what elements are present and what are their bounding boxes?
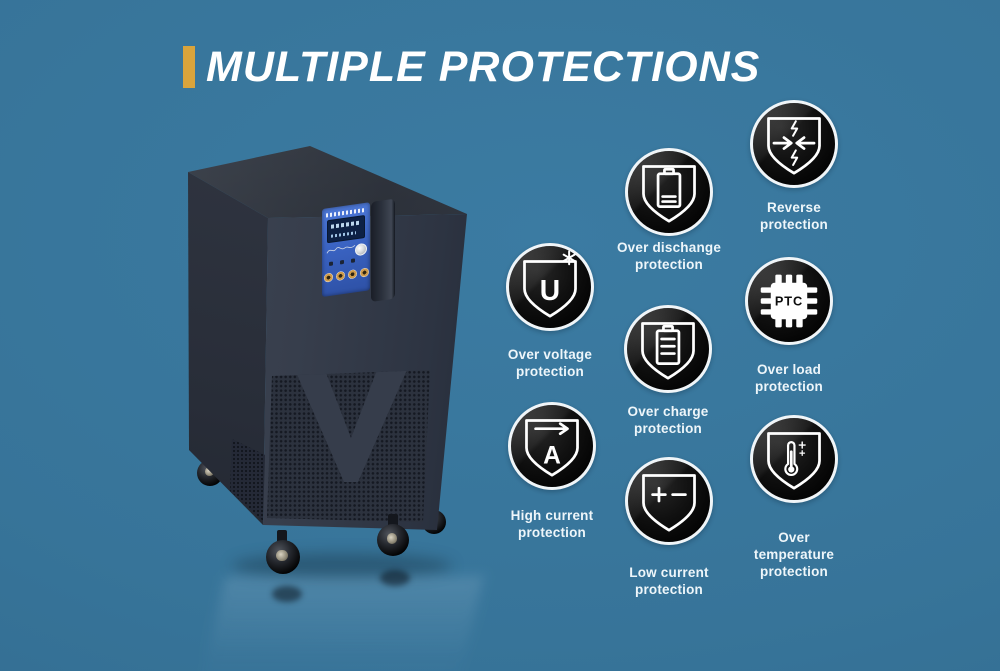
protection-item-over-voltage: U Over voltage protection [506,243,594,379]
label-line: protection [760,564,828,579]
protection-item-over-charge: Over charge protection [624,305,712,436]
panel-buttons [322,267,370,283]
label-line: Over dischange [616,240,722,255]
caster-wheel [266,540,300,574]
front-vent-grid [267,370,430,522]
shield-opposing-arrows-icon [750,100,838,188]
shield-battery-low-icon [625,148,713,236]
protection-label: Over voltage protection [465,346,635,380]
protection-label: Over temperature protection [709,529,879,580]
ptc-glyph: PTC [775,294,803,309]
brand-signature [326,245,356,254]
shield-plus-minus-icon [625,457,713,545]
protection-item-over-discharge: Over dischange protection [617,148,721,272]
label-line: High current [510,508,594,523]
label-line: protection [518,525,586,540]
device-reflection [202,576,484,671]
protection-item-high-current: A High current protection [508,402,596,540]
label-line: Over load [756,362,822,377]
label-line: Over charge [627,404,709,419]
protection-label: Over load protection [704,361,874,395]
shield-thermometer-icon [750,415,838,503]
current-a-glyph: A [543,442,561,469]
label-line: Over [778,530,810,545]
panel-button [335,270,345,282]
panel-button [347,269,357,280]
protection-label: High current protection [467,507,637,541]
label-line: Over voltage [507,347,593,362]
front-corner-pillar [371,198,395,302]
panel-button [323,272,333,283]
caster-bracket [388,514,398,527]
inverter-device-image [172,138,484,671]
wheel-reflection [380,570,410,586]
label-line: protection [760,217,828,232]
control-panel [322,202,370,297]
shield-a-arrow-icon: A [508,402,596,490]
label-line: protection [516,364,584,379]
protection-label: Low current protection [584,564,754,598]
label-line: temperature [753,547,835,562]
protection-item-low-current: Low current protection [625,457,713,597]
label-line: protection [635,582,703,597]
wheel-reflection [272,586,302,602]
label-line: protection [755,379,823,394]
protection-label: Reverse protection [709,199,879,233]
protection-label: Over dischange protection [584,239,754,273]
label-line: protection [635,257,703,272]
vent-chevron [295,370,407,482]
led-indicator [329,261,333,267]
label-line: Reverse [767,200,821,215]
panel-button [359,267,369,278]
protection-label: Over charge protection [583,403,753,437]
shield-u-star-icon: U [506,243,594,331]
led-indicator [351,258,355,263]
lcd-display [327,214,365,244]
status-leds [329,256,370,267]
label-line: Low current [629,565,709,580]
page-title: MULTIPLE PROTECTIONS [206,43,761,91]
led-indicator [340,259,344,265]
section-header: MULTIPLE PROTECTIONS [183,43,761,91]
shield-battery-full-icon [624,305,712,393]
caster-bracket [277,530,287,544]
accent-bar [183,46,195,88]
caster-wheel [377,524,409,556]
protection-item-over-load: PTC Over load protection [745,257,833,394]
label-line: protection [634,421,702,436]
panel-knob [355,242,367,257]
ptc-chip-icon: PTC [745,257,833,345]
voltage-u-glyph: U [540,274,560,306]
protection-item-reverse: Reverse protection [750,100,838,232]
protection-item-over-temperature: Over temperature protection [750,415,838,579]
